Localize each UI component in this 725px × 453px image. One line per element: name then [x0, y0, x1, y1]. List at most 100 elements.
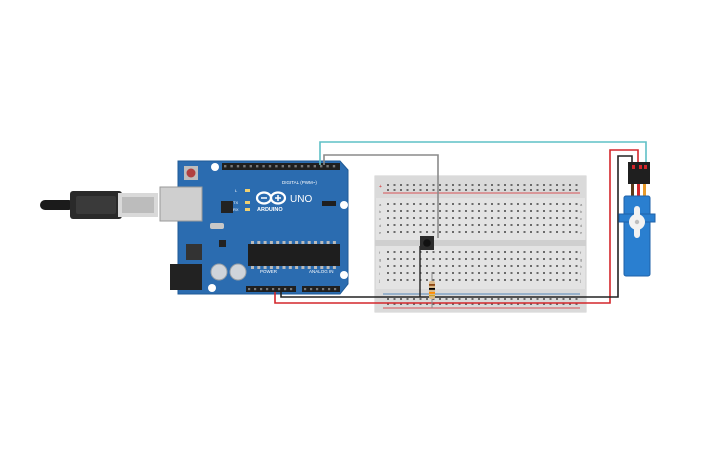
- tie-point-hole[interactable]: [445, 258, 448, 260]
- tie-point-hole[interactable]: [510, 265, 513, 267]
- header-pin[interactable]: [332, 165, 336, 168]
- tie-point-hole[interactable]: [504, 203, 506, 205]
- tie-point-hole[interactable]: [556, 203, 558, 205]
- tie-point-hole[interactable]: [471, 210, 474, 212]
- tie-point-hole[interactable]: [484, 251, 487, 253]
- tie-point-hole[interactable]: [562, 279, 565, 281]
- rail-hole[interactable]: [543, 303, 545, 305]
- tie-point-hole[interactable]: [491, 231, 493, 233]
- rail-hole[interactable]: [517, 189, 519, 191]
- header-pin[interactable]: [316, 288, 319, 291]
- rail-hole[interactable]: [556, 298, 558, 300]
- tie-point-hole[interactable]: [569, 217, 571, 219]
- rail-hole[interactable]: [452, 298, 454, 300]
- tie-point-hole[interactable]: [413, 251, 415, 253]
- tie-point-hole[interactable]: [536, 210, 539, 212]
- tie-point-hole[interactable]: [536, 258, 539, 260]
- tie-point-hole[interactable]: [530, 231, 532, 233]
- rail-hole[interactable]: [536, 303, 539, 305]
- rail-hole[interactable]: [556, 184, 558, 186]
- rail-hole[interactable]: [491, 298, 493, 300]
- tie-point-hole[interactable]: [510, 210, 513, 212]
- tie-point-hole[interactable]: [536, 279, 539, 281]
- tie-point-hole[interactable]: [439, 224, 441, 226]
- rail-hole[interactable]: [523, 184, 526, 186]
- tie-point-hole[interactable]: [393, 231, 396, 233]
- rail-hole[interactable]: [445, 298, 448, 300]
- tie-point-hole[interactable]: [413, 224, 415, 226]
- tie-point-hole[interactable]: [445, 279, 448, 281]
- rail-hole[interactable]: [549, 298, 552, 300]
- tie-point-hole[interactable]: [432, 217, 435, 219]
- tie-point-hole[interactable]: [543, 231, 545, 233]
- rail-hole[interactable]: [569, 298, 571, 300]
- tie-point-hole[interactable]: [575, 258, 578, 260]
- tie-point-hole[interactable]: [478, 224, 480, 226]
- tie-point-hole[interactable]: [556, 210, 558, 212]
- tie-point-hole[interactable]: [569, 279, 571, 281]
- tie-point-hole[interactable]: [484, 258, 487, 260]
- tie-point-hole[interactable]: [400, 251, 402, 253]
- rail-hole[interactable]: [510, 298, 513, 300]
- tie-point-hole[interactable]: [517, 258, 519, 260]
- arduino-uno-board[interactable]: L TX RX ARDUINO UNO DIGITAL (PWM~) POWER…: [159, 160, 349, 295]
- tie-point-hole[interactable]: [387, 203, 389, 205]
- tie-point-hole[interactable]: [406, 279, 409, 281]
- tie-point-hole[interactable]: [413, 210, 415, 212]
- header-pin[interactable]: [322, 288, 325, 291]
- tie-point-hole[interactable]: [523, 272, 526, 274]
- rail-hole[interactable]: [478, 303, 480, 305]
- tie-point-hole[interactable]: [575, 272, 578, 274]
- tie-point-hole[interactable]: [491, 251, 493, 253]
- rail-hole[interactable]: [549, 184, 552, 186]
- tie-point-hole[interactable]: [458, 217, 461, 219]
- tie-point-hole[interactable]: [549, 265, 552, 267]
- tie-point-hole[interactable]: [491, 279, 493, 281]
- tie-point-hole[interactable]: [393, 203, 396, 205]
- tie-point-hole[interactable]: [432, 210, 435, 212]
- header-pin[interactable]: [334, 288, 337, 291]
- tie-point-hole[interactable]: [452, 210, 454, 212]
- header-pin[interactable]: [320, 165, 323, 168]
- tie-point-hole[interactable]: [530, 265, 532, 267]
- rail-hole[interactable]: [478, 298, 480, 300]
- rail-hole[interactable]: [393, 189, 396, 191]
- tactile-switch-icon[interactable]: [420, 236, 434, 250]
- rail-hole[interactable]: [400, 303, 402, 305]
- rail-hole[interactable]: [497, 189, 500, 191]
- rail-hole[interactable]: [465, 298, 467, 300]
- tie-point-hole[interactable]: [530, 224, 532, 226]
- tie-point-hole[interactable]: [445, 224, 448, 226]
- rail-hole[interactable]: [452, 303, 454, 305]
- rail-hole[interactable]: [523, 298, 526, 300]
- tie-point-hole[interactable]: [549, 224, 552, 226]
- tie-point-hole[interactable]: [549, 231, 552, 233]
- rail-hole[interactable]: [426, 298, 428, 300]
- tie-point-hole[interactable]: [478, 210, 480, 212]
- tie-point-hole[interactable]: [491, 224, 493, 226]
- header-pin[interactable]: [236, 165, 240, 168]
- tie-point-hole[interactable]: [387, 210, 389, 212]
- tie-point-hole[interactable]: [497, 251, 500, 253]
- tie-point-hole[interactable]: [562, 210, 565, 212]
- rail-hole[interactable]: [562, 303, 565, 305]
- header-pin[interactable]: [254, 288, 257, 291]
- rail-hole[interactable]: [510, 303, 513, 305]
- tie-point-hole[interactable]: [569, 265, 571, 267]
- tie-point-hole[interactable]: [432, 231, 435, 233]
- rail-hole[interactable]: [549, 189, 552, 191]
- tie-point-hole[interactable]: [400, 224, 402, 226]
- tie-point-hole[interactable]: [569, 258, 571, 260]
- header-pin[interactable]: [262, 165, 265, 168]
- rail-hole[interactable]: [575, 303, 578, 305]
- tie-point-hole[interactable]: [393, 217, 396, 219]
- tie-point-hole[interactable]: [549, 210, 552, 212]
- tie-point-hole[interactable]: [517, 272, 519, 274]
- rail-hole[interactable]: [393, 298, 396, 300]
- tie-point-hole[interactable]: [432, 251, 435, 253]
- rail-hole[interactable]: [569, 189, 571, 191]
- tie-point-hole[interactable]: [549, 251, 552, 253]
- tie-point-hole[interactable]: [458, 258, 461, 260]
- tie-point-hole[interactable]: [393, 224, 396, 226]
- tie-point-hole[interactable]: [478, 231, 480, 233]
